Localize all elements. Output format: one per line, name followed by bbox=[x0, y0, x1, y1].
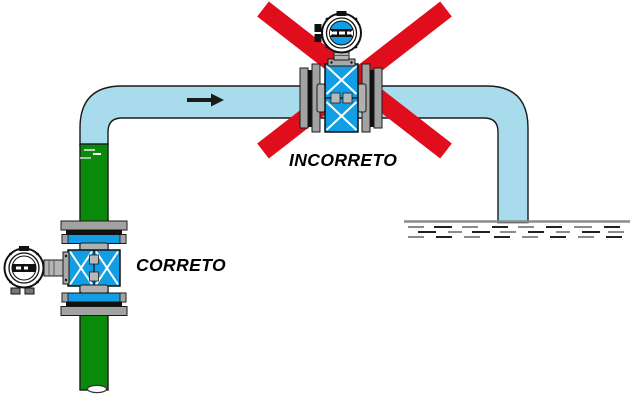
meter-display-head bbox=[314, 11, 362, 54]
pipe-flange bbox=[373, 67, 383, 129]
head-top-tab bbox=[19, 246, 29, 251]
head-foot bbox=[10, 287, 21, 295]
green-pipe-open-end bbox=[86, 384, 108, 394]
gasket-gap bbox=[370, 70, 374, 127]
cable-gland-icon bbox=[314, 24, 322, 32]
seam-clamp bbox=[330, 92, 341, 104]
green-pipe-liquid-marks bbox=[80, 149, 101, 159]
seam-clamp bbox=[89, 271, 99, 282]
pipe-flange bbox=[299, 67, 309, 129]
incorrect-label: INCORRETO bbox=[289, 150, 397, 170]
gasket-gap bbox=[308, 70, 312, 127]
correct-flowmeter bbox=[3, 220, 128, 316]
meter-body-cone-lines bbox=[69, 250, 119, 286]
seam-clamp bbox=[342, 92, 353, 104]
meter-flange-blue bbox=[61, 292, 127, 303]
meter-hub bbox=[79, 284, 109, 294]
meter-hub bbox=[316, 83, 326, 113]
meter-display-head bbox=[3, 246, 45, 295]
incorrect-flowmeter bbox=[299, 11, 383, 133]
head-top-tab bbox=[336, 11, 347, 16]
pipe-flange bbox=[60, 220, 128, 231]
meter-hub bbox=[357, 83, 367, 113]
water-ripple-dashes bbox=[408, 226, 624, 238]
meter-body-cone-lines bbox=[325, 65, 358, 131]
gasket-gap bbox=[66, 302, 122, 307]
gasket-gap bbox=[66, 230, 122, 235]
flow-arrow-icon bbox=[187, 93, 224, 107]
head-foot bbox=[24, 287, 35, 295]
pipe-flange bbox=[60, 306, 128, 316]
cable-gland-icon bbox=[314, 34, 322, 42]
seam-clamp bbox=[89, 254, 99, 265]
meter-flange-blue bbox=[61, 234, 127, 244]
correct-label: CORRETO bbox=[136, 255, 226, 275]
